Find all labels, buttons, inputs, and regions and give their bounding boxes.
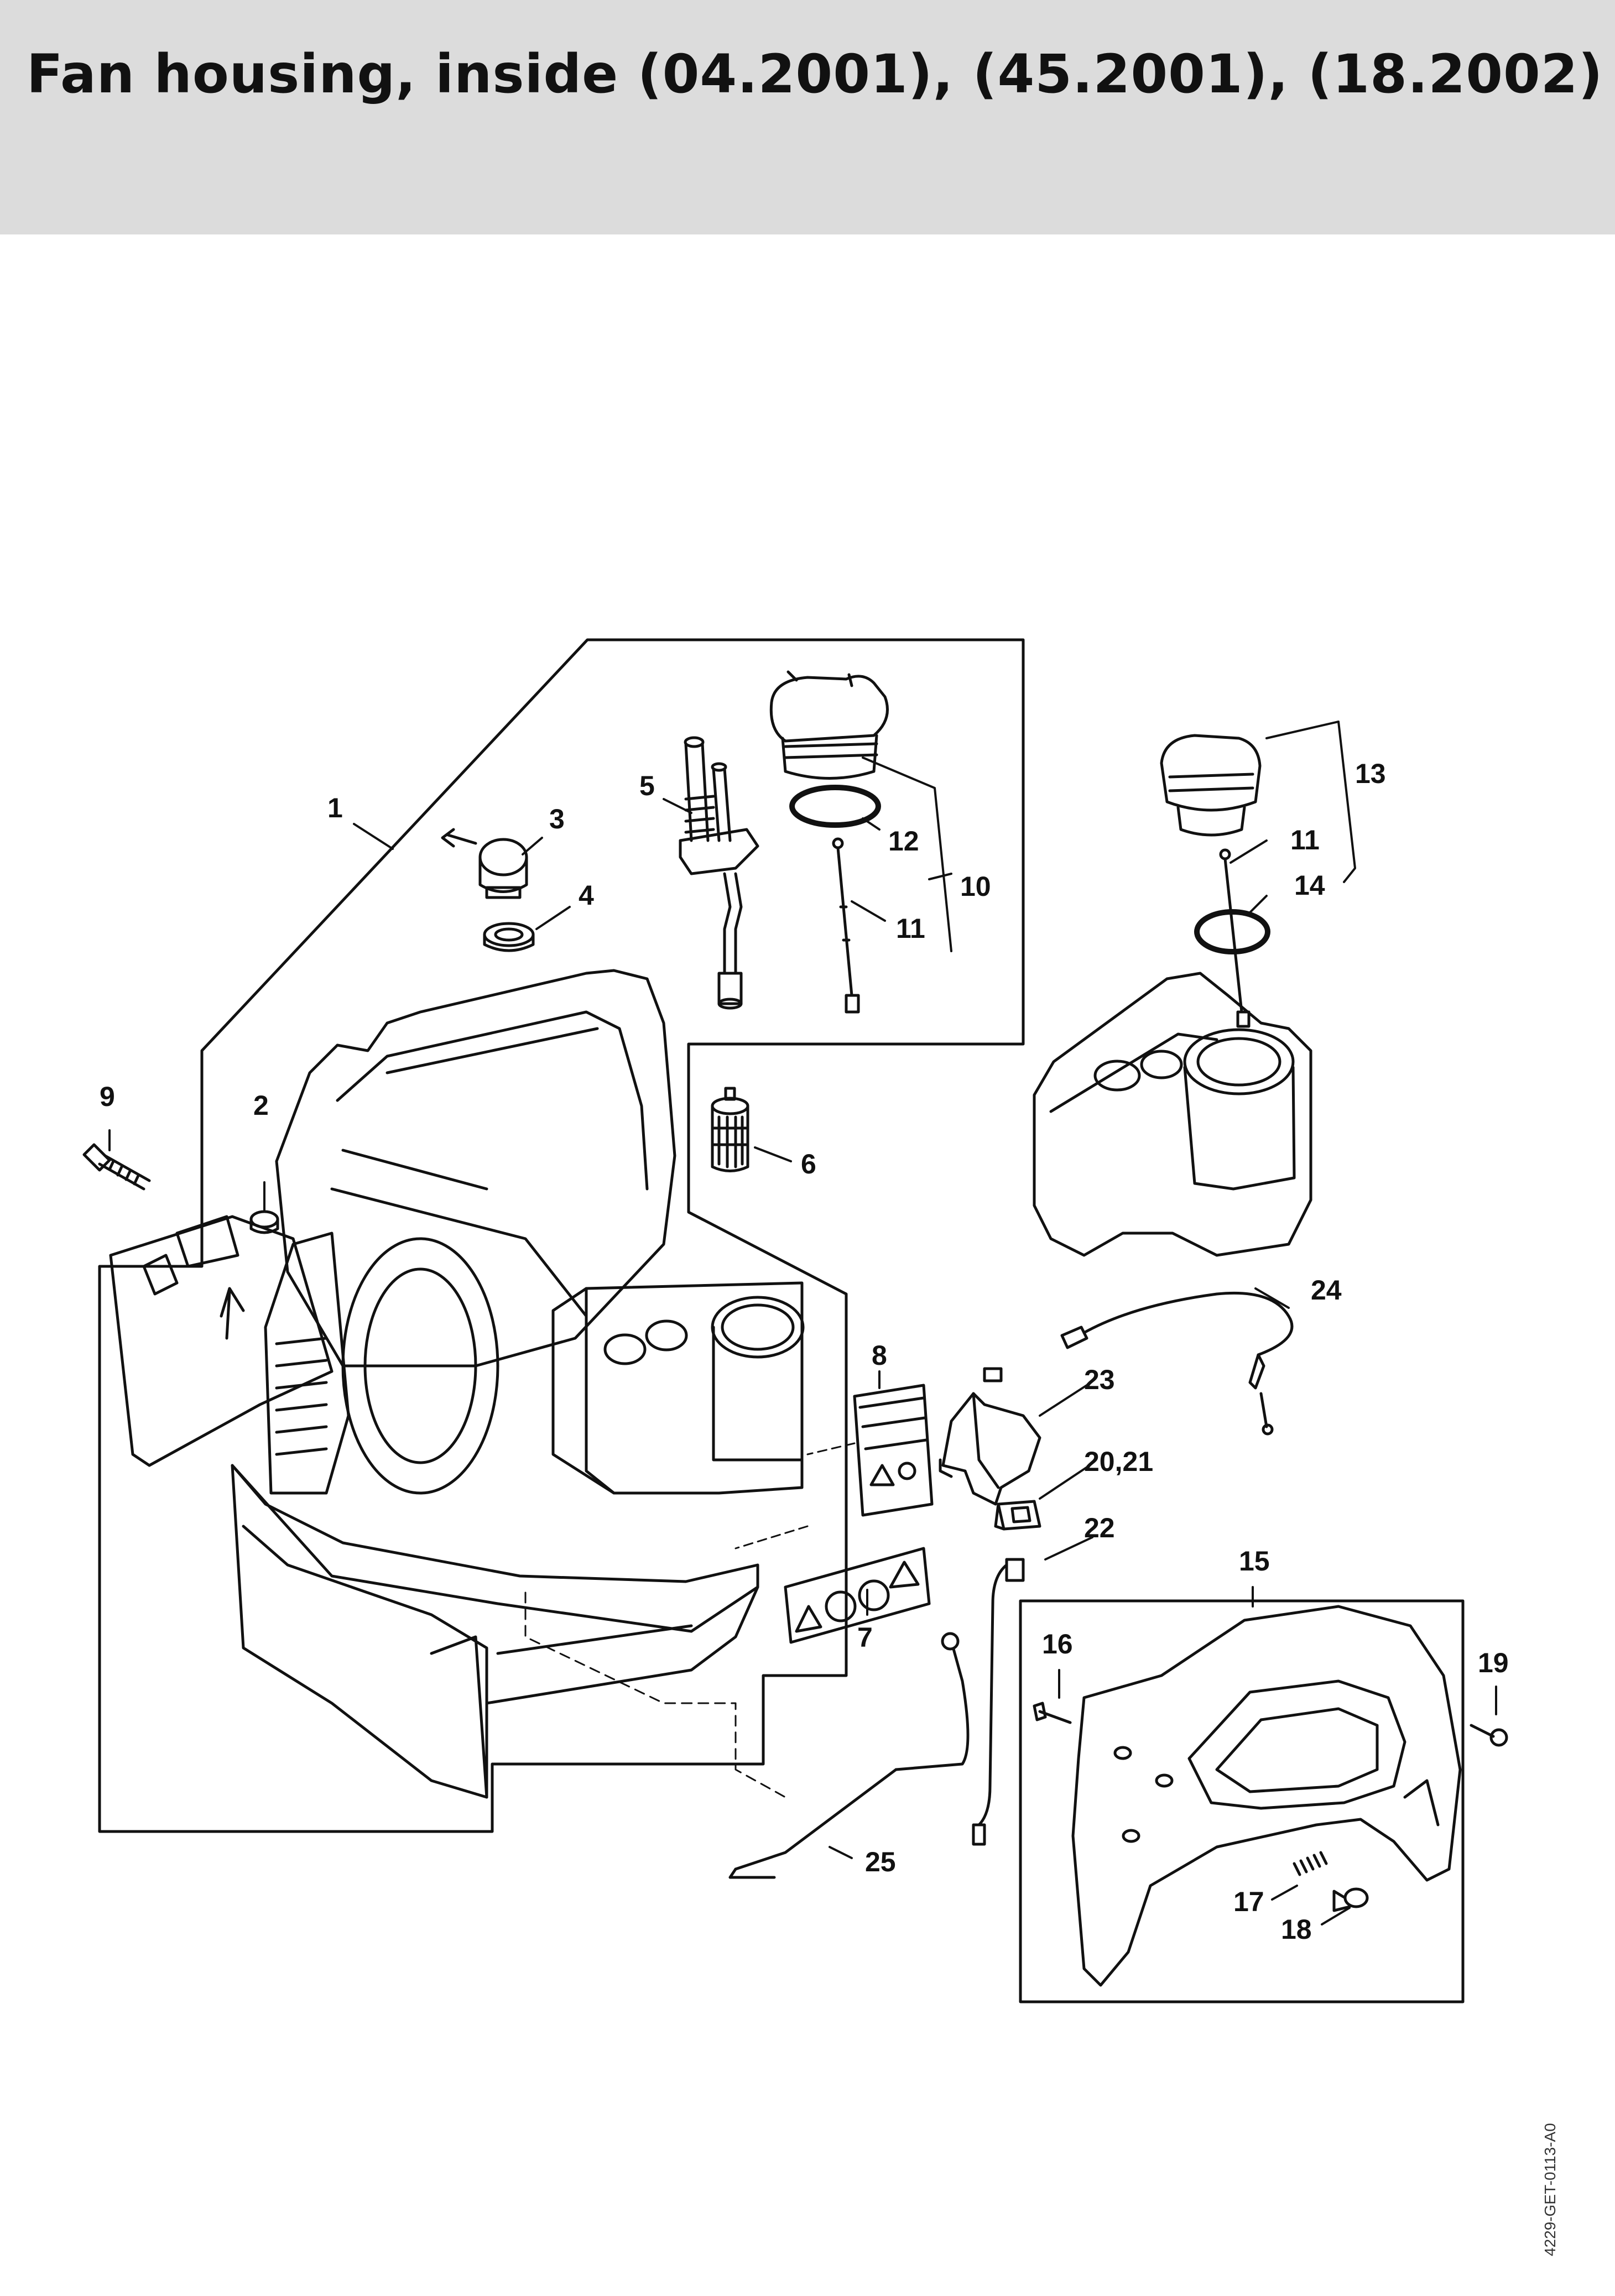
frame-group-1 (98, 638, 1025, 1833)
part-8-decal (853, 1384, 934, 1517)
callout-9: 9 (100, 1081, 115, 1112)
callout-22: 22 (1084, 1512, 1115, 1543)
callout-14: 14 (1294, 870, 1325, 901)
decal-leader-8 (806, 1442, 856, 1455)
callout-16: 16 (1042, 1629, 1073, 1660)
part-25-hook (728, 1867, 776, 1879)
part-13-cap (1160, 734, 1262, 837)
tank-drawing (1033, 972, 1312, 1257)
callout-24: 24 (1311, 1275, 1342, 1306)
part-14-oring (1194, 909, 1270, 954)
part-24-cable (1060, 1291, 1294, 1436)
callout-25: 25 (865, 1846, 896, 1877)
part-10-drawing (769, 670, 889, 780)
part-6-drawing (711, 1087, 749, 1172)
callout-8: 8 (872, 1340, 887, 1371)
decal-leader-7 (734, 1525, 809, 1549)
part-7-decal (784, 1547, 931, 1644)
callout-5: 5 (639, 770, 655, 801)
callout-23: 23 (1084, 1364, 1115, 1395)
part-2-drawing (249, 1210, 279, 1234)
callout-11b: 11 (1290, 825, 1320, 855)
callout-13: 13 (1355, 758, 1386, 789)
part-4-drawing (483, 922, 535, 952)
part-22-wire (894, 1558, 1025, 1846)
callout-4: 4 (579, 880, 594, 911)
part-3-drawing (441, 828, 528, 899)
part-17-spring (1293, 1851, 1328, 1876)
callout-19: 19 (1478, 1647, 1509, 1678)
callout-18: 18 (1281, 1914, 1312, 1945)
part-25-wire (734, 1768, 898, 1871)
document-id: 4229-GET-0113-A0 (1541, 2123, 1559, 2256)
header-banner: Fan housing, inside (04.2001), (45.2001)… (0, 0, 1615, 234)
callout-6: 6 (801, 1149, 816, 1180)
callout-leaders (108, 721, 1497, 1925)
part-9-drawing (82, 1143, 151, 1191)
callout-3: 3 (549, 803, 565, 834)
part-12-oring (789, 785, 881, 828)
part-20-21-switch (994, 1500, 1041, 1531)
callout-1: 1 (327, 792, 343, 823)
callout-10: 10 (960, 871, 991, 902)
part-23-trigger (939, 1367, 1041, 1506)
part-5-drawing (679, 736, 759, 1010)
part-16-screw (1033, 1702, 1072, 1724)
callout-2: 2 (253, 1090, 269, 1121)
callout-17: 17 (1233, 1886, 1264, 1917)
part-15-handle (1071, 1605, 1462, 1987)
part-11-strap-b (1219, 848, 1251, 1028)
part-25-dashed-path (524, 1591, 786, 1798)
callout-11a: 11 (896, 913, 925, 944)
part-11-strap-a (832, 837, 860, 1014)
frame-group-15 (1019, 1599, 1465, 2003)
part-18-button (1332, 1887, 1369, 1912)
callout-20-21: 20,21 (1084, 1446, 1153, 1477)
callout-15: 15 (1239, 1546, 1270, 1577)
part-19-screw (1470, 1724, 1508, 1747)
callout-12: 12 (888, 826, 919, 857)
page-title: Fan housing, inside (04.2001), (45.2001)… (27, 43, 1603, 105)
callout-7: 7 (857, 1622, 873, 1653)
fan-housing-drawing (109, 969, 805, 1799)
